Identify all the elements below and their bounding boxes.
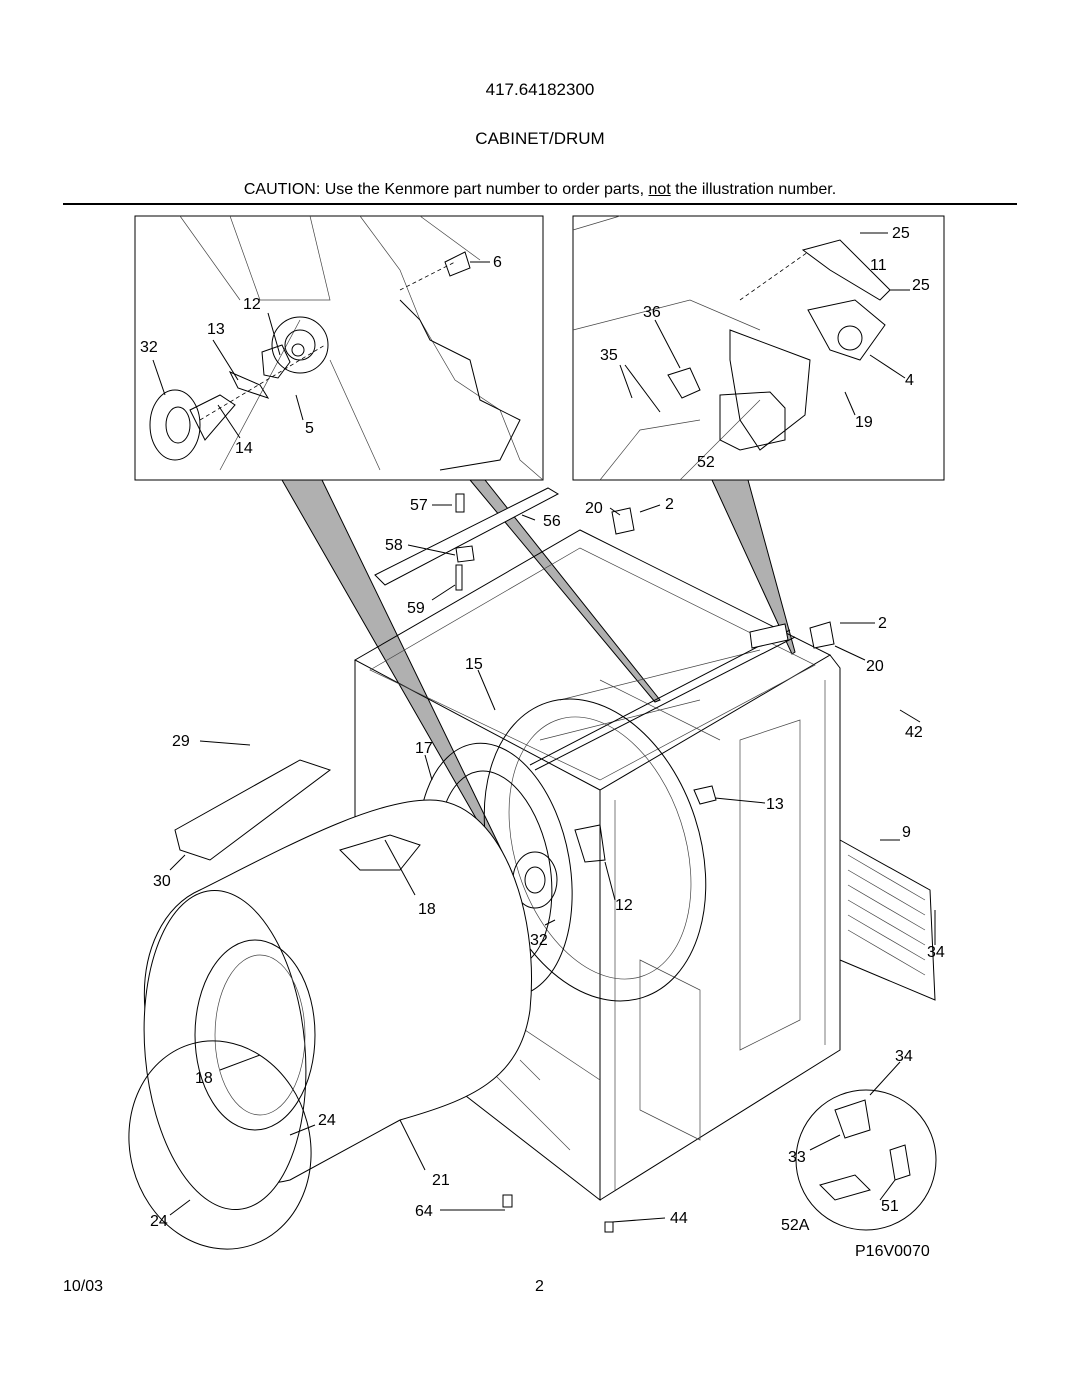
drawing-code: P16V0070 [855, 1243, 930, 1260]
callout-18-lower: 18 [195, 1070, 213, 1087]
callout-14: 14 [235, 440, 253, 457]
callout-9: 9 [902, 824, 911, 841]
callout-52: 52 [697, 454, 715, 471]
header-rule [63, 203, 1017, 205]
callout-58: 58 [385, 537, 403, 554]
callout-30: 30 [153, 873, 171, 890]
callout-24-drum: 24 [318, 1112, 336, 1129]
callout-2-right: 2 [878, 615, 887, 632]
section-title: CABINET/DRUM [475, 129, 605, 148]
callout-13-main: 13 [766, 796, 784, 813]
callout-12-main: 12 [615, 897, 633, 914]
caution-text-end: the illustration number. [670, 181, 837, 198]
callout-11: 11 [870, 257, 887, 274]
callout-56: 56 [543, 513, 561, 530]
caution-note: CAUTION: Use the Kenmore part number to … [0, 181, 1080, 199]
callout-20-right: 20 [866, 658, 884, 675]
callout-32: 32 [140, 339, 158, 356]
callout-25-lower: 25 [912, 277, 930, 294]
callout-18-upper: 18 [418, 901, 436, 918]
callout-64: 64 [415, 1203, 433, 1220]
exploded-view-diagram: 6 12 13 32 14 5 25 11 25 36 35 4 19 52 [128, 215, 945, 1260]
page-number: 2 [535, 1278, 544, 1295]
callout-17: 17 [415, 740, 433, 757]
caution-emphasis: not [648, 181, 671, 198]
callout-20-top: 20 [585, 500, 603, 517]
callout-32-main: 32 [530, 932, 548, 949]
callout-19: 19 [855, 414, 873, 431]
callout-5: 5 [305, 420, 314, 437]
callout-15: 15 [465, 656, 483, 673]
callout-29: 29 [172, 733, 190, 750]
misc-parts [174, 487, 937, 1233]
callout-42: 42 [905, 724, 923, 741]
leader-lines [169, 504, 936, 1223]
callout-33: 33 [788, 1149, 806, 1166]
callout-21: 21 [432, 1172, 450, 1189]
footer-date: 10/03 [63, 1278, 104, 1295]
callout-34-right: 34 [927, 944, 945, 961]
callout-34-lower: 34 [895, 1048, 913, 1065]
inset-right: 25 11 25 36 35 4 19 52 [572, 215, 945, 481]
callout-59: 59 [407, 600, 425, 617]
callout-25-top: 25 [892, 225, 910, 242]
inset-left: 6 12 13 32 14 5 [134, 215, 544, 481]
callout-36: 36 [643, 304, 661, 321]
callout-51: 51 [881, 1198, 899, 1215]
callout-12: 12 [243, 296, 261, 313]
callout-4: 4 [905, 372, 914, 389]
drum [128, 799, 532, 1250]
callout-6: 6 [493, 254, 502, 271]
callout-35: 35 [600, 347, 618, 364]
model-number: 417.64182300 [485, 80, 595, 99]
callout-44: 44 [670, 1210, 688, 1227]
callout-57: 57 [410, 497, 428, 514]
callout-52A: 52A [781, 1217, 810, 1234]
main-callouts: 57 56 58 59 20 2 2 20 42 15 29 17 13 9 3… [150, 496, 945, 1260]
callout-2-top: 2 [665, 496, 674, 513]
callout-13: 13 [207, 321, 225, 338]
caution-text-start: CAUTION: Use the Kenmore part number to … [243, 181, 649, 198]
callout-24-lower: 24 [150, 1213, 168, 1230]
